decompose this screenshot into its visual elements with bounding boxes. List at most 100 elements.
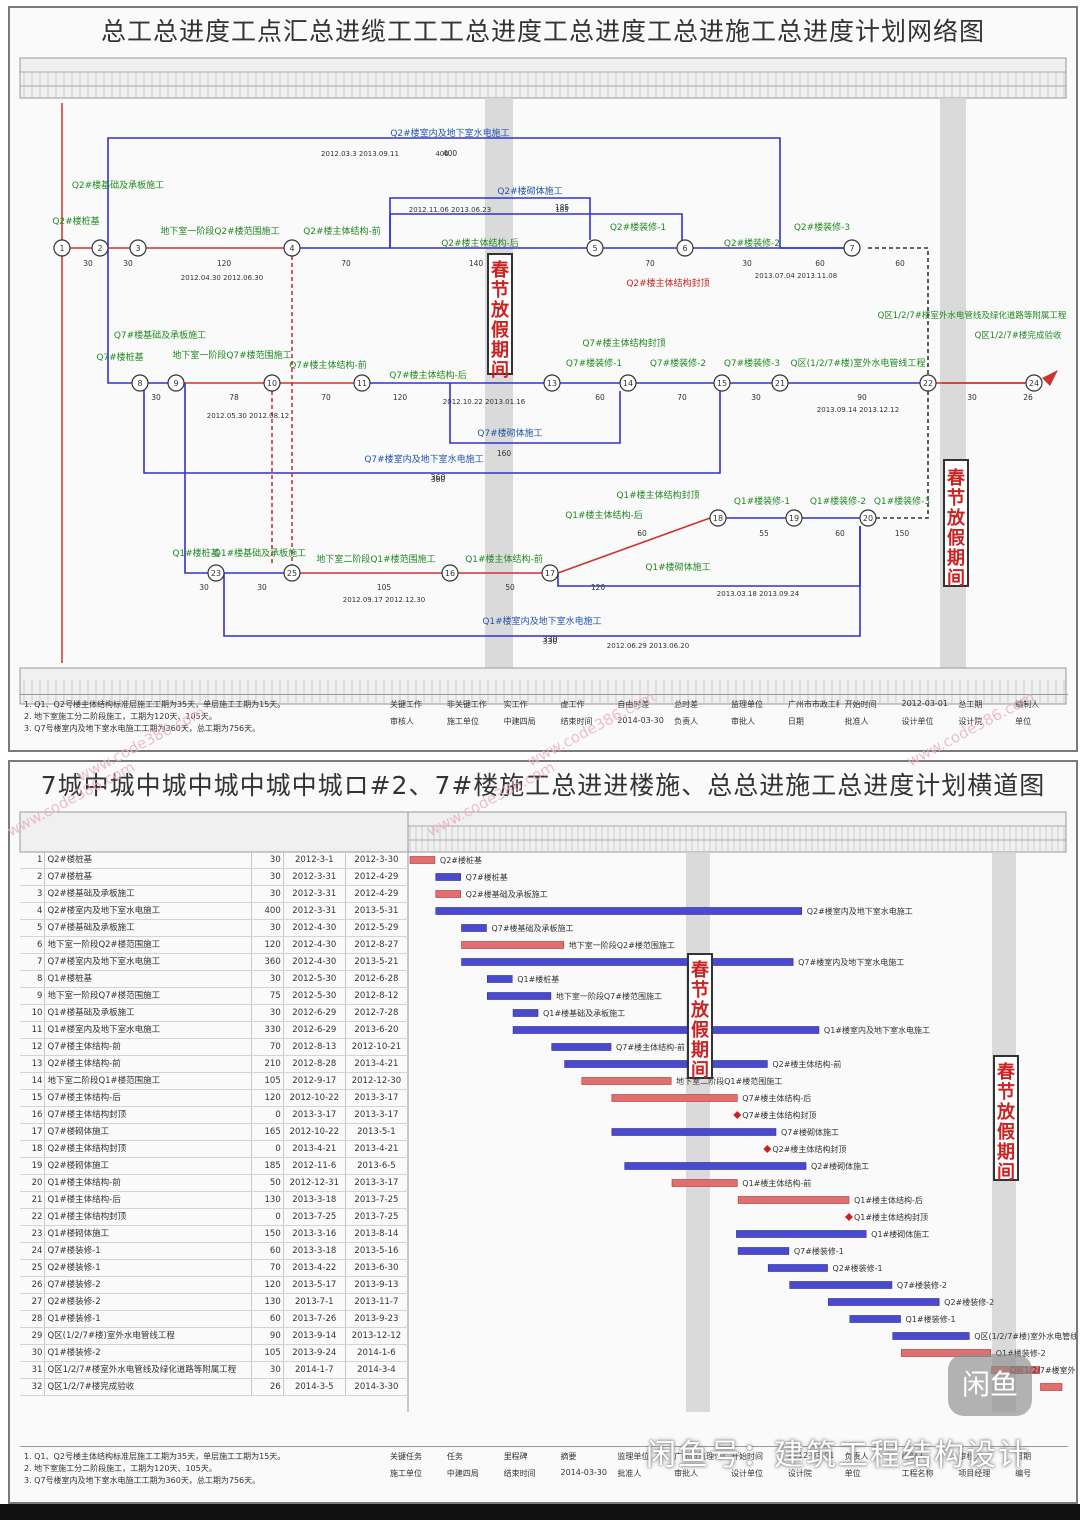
task-name: Q1#楼主体结构封顶 <box>44 1208 253 1226</box>
gantt-timescale <box>19 811 1067 853</box>
network-duration: 70 <box>645 259 655 268</box>
network-label: Q区1/2/7#楼完成验收 <box>975 330 1062 341</box>
task-name: Q2#楼室内及地下室水电施工 <box>44 902 253 920</box>
gantt-bar <box>551 1043 612 1051</box>
gantt-bar <box>1040 1383 1063 1391</box>
gantt-bar <box>828 1298 940 1306</box>
gantt-bar-label: Q2#楼砌体施工 <box>811 1161 869 1171</box>
legend-note: 1. Q1、Q2号楼主体结构标准层施工工期为35天，单层施工工期为15天。 <box>24 700 286 709</box>
legend-cell: 批准人 <box>844 717 869 726</box>
task-start: 2012-12-31 <box>283 1174 346 1192</box>
network-duration: 60 <box>835 529 845 538</box>
network-duration: 120 <box>393 393 408 402</box>
network-node: 19 <box>785 509 803 527</box>
task-start: 2012-4-30 <box>283 936 346 954</box>
task-duration: 30 <box>251 868 284 886</box>
gantt-milestone <box>844 1213 853 1221</box>
network-duration: 30 <box>257 583 267 592</box>
row-number: 13 <box>20 1055 46 1073</box>
network-label: Q7#楼装修-1 <box>566 357 622 369</box>
task-name: Q2#楼基础及承板施工 <box>44 885 253 903</box>
task-duration: 165 <box>251 1123 284 1141</box>
gantt-bar-label: Q1#楼主体结构-前 <box>742 1178 811 1188</box>
network-label: Q1#楼装修-3 <box>874 495 930 507</box>
network-label: 地下室二阶段Q1#楼范围施工 <box>316 553 435 565</box>
task-start: 2012-4-30 <box>283 953 346 971</box>
svg-text:11: 11 <box>357 379 367 388</box>
task-name: Q2#楼主体结构-前 <box>44 1055 253 1073</box>
gantt-bar <box>737 1247 790 1255</box>
task-name: Q1#楼室内及地下室水电施工 <box>44 1021 253 1039</box>
legend-note: 1. Q1、Q2号楼主体结构标准层施工工期为35天，单层施工工期为15天。 <box>24 1452 286 1461</box>
gantt-bar-label: Q区1/2/7#楼室外水电管线及绿化道路等附属工程 <box>1010 1365 1076 1375</box>
gantt-bar-label: Q2#楼主体结构封顶 <box>772 1144 846 1154</box>
network-label: Q1#楼桩基 <box>172 547 219 559</box>
row-number: 23 <box>20 1225 46 1243</box>
network-label: Q2#楼装修-1 <box>610 221 666 233</box>
legend-cell: 中建四局 <box>446 1469 479 1478</box>
network-label: Q1#楼装修-2 <box>810 495 866 507</box>
task-end: 2013-5-21 <box>345 953 409 971</box>
gantt-bar-label: Q7#楼装修-1 <box>794 1246 844 1256</box>
task-duration: 0 <box>251 1208 284 1226</box>
legend-cell: 自由时差 <box>617 700 650 709</box>
svg-text:9: 9 <box>173 379 178 388</box>
network-node: 9 <box>167 374 185 392</box>
network-node: 20 <box>859 509 877 527</box>
network-label: Q区(1/2/7#楼)室外水电管线工程 <box>791 357 926 369</box>
row-number: 28 <box>20 1310 46 1328</box>
task-duration: 26 <box>251 1378 284 1396</box>
network-label: Q2#楼主体结构-前 <box>303 225 381 237</box>
gantt-bar <box>512 1009 539 1017</box>
task-start: 2013-7-26 <box>283 1310 346 1328</box>
task-duration: 30 <box>251 1004 284 1022</box>
network-label: Q2#楼桩基 <box>52 215 99 227</box>
task-start: 2013-3-18 <box>283 1191 346 1209</box>
legend-cell: 中建四局 <box>503 717 536 726</box>
network-label: 2012.05.30 2012.08.12 <box>207 412 289 420</box>
task-start: 2012-4-30 <box>283 919 346 937</box>
task-duration: 330 <box>251 1021 284 1039</box>
legend-cell: 负责人 <box>674 717 699 726</box>
gantt-bar-label: Q7#楼主体结构-后 <box>742 1093 811 1103</box>
task-end: 2013-6-30 <box>345 1259 409 1277</box>
network-node: 18 <box>709 509 727 527</box>
gantt-bar-label: Q1#楼室内及地下室水电施工 <box>824 1025 930 1035</box>
legend-cell: 编制人 <box>1015 700 1040 709</box>
network-label: 地下室一阶段Q7#楼范围施工 <box>172 349 291 361</box>
network-label: 2012.06.29 2013.06.20 <box>607 642 689 650</box>
network-duration: 50 <box>505 583 515 592</box>
network-node: 23 <box>207 564 225 582</box>
task-start: 2012-11-6 <box>283 1157 346 1175</box>
task-end: 2012-3-30 <box>345 852 409 869</box>
task-start: 2012-8-13 <box>283 1038 346 1056</box>
legend-cell: 审批人 <box>674 1469 699 1478</box>
network-node: 16 <box>441 564 459 582</box>
network-label: Q7#楼主体结构-前 <box>289 359 367 371</box>
row-number: 2 <box>20 868 46 886</box>
network-legend: 1. Q1、Q2号楼主体结构标准层施工工期为35天，单层施工工期为15天。 2.… <box>20 694 1068 747</box>
row-number: 29 <box>20 1327 46 1345</box>
network-label: Q7#楼基础及承板施工 <box>114 329 206 341</box>
gantt-bar <box>461 958 794 966</box>
task-name: 地下室一阶段Q7#楼范围施工 <box>44 987 253 1005</box>
spring-festival-box <box>487 253 513 375</box>
task-start: 2012-8-28 <box>283 1055 346 1073</box>
network-label: 2012.09.17 2012.12.30 <box>343 596 425 604</box>
legend-cell: 施工单位 <box>446 717 479 726</box>
network-label: Q2#楼基础及承板施工 <box>72 179 164 191</box>
task-start: 2013-4-21 <box>283 1140 346 1158</box>
network-duration: 90 <box>857 393 867 402</box>
task-name: Q7#楼主体结构封顶 <box>44 1106 253 1124</box>
task-end: 2013-9-13 <box>345 1276 409 1294</box>
network-duration: 400 <box>443 149 458 158</box>
network-label: Q7#楼装修-2 <box>650 357 706 369</box>
network-edge <box>449 383 621 444</box>
